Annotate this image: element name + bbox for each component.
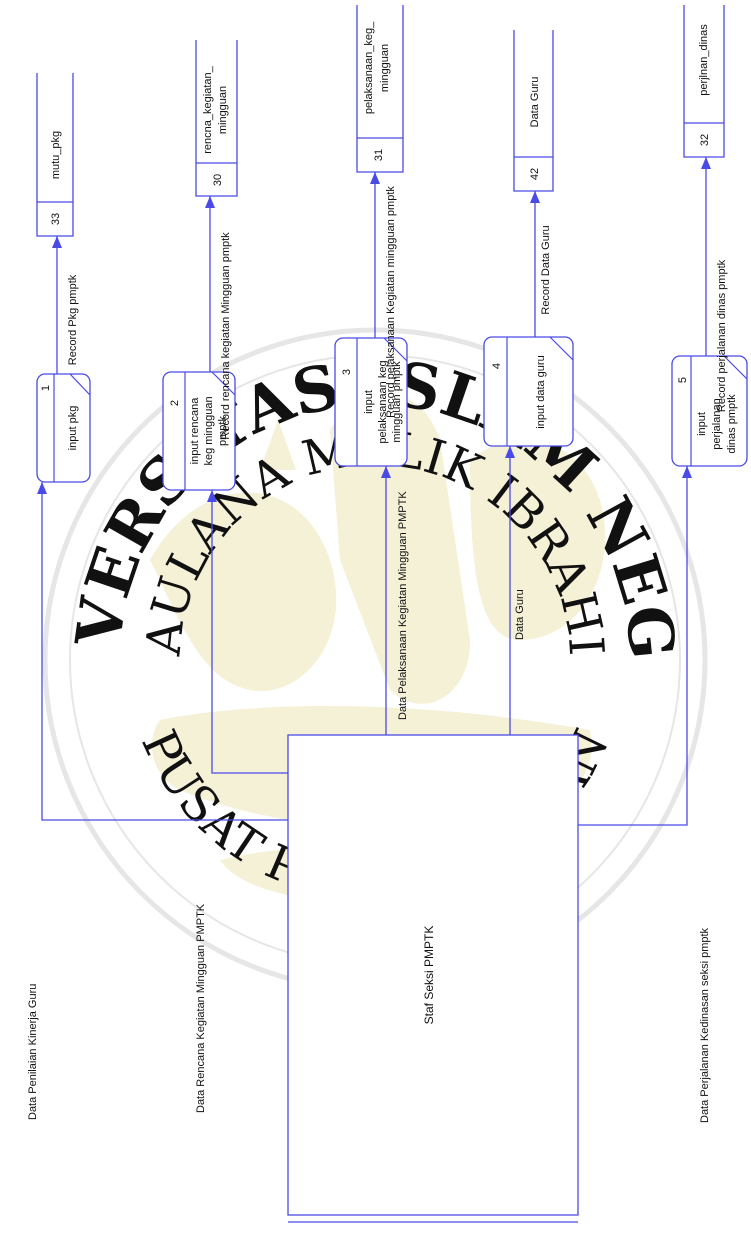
- process-name-line: mingguan pmptk: [391, 361, 403, 443]
- process-name-line: input: [696, 412, 708, 436]
- datastore-32: 32 perjlnan_dinas: [683, 5, 725, 158]
- flow-output-2: Record rencana kegiatan Mingguan pmptk: [205, 196, 232, 440]
- datastore-id: 31: [373, 149, 385, 161]
- arrowhead: [370, 172, 380, 184]
- entity-box: [287, 734, 579, 1216]
- flow-output-5: Record perjalanan dinas pmptk: [701, 157, 728, 412]
- process-3: 3 input pelaksanaan keg mingguan pmptk: [334, 337, 408, 467]
- process-number: 5: [677, 377, 689, 383]
- datastore-outline: [356, 5, 404, 173]
- process-name-line: pmptk: [217, 416, 229, 446]
- process-number: 3: [341, 369, 353, 375]
- process-name-line: input rencana: [189, 397, 201, 465]
- process-number: 1: [40, 385, 52, 391]
- flow-input-1: Data Penilaian Kinerja Guru: [27, 482, 288, 1120]
- flow-input-2: Data Rencana Kegiatan Mingguan PMPTK: [195, 490, 288, 1113]
- process-name-line: input data guru: [535, 355, 547, 428]
- flow-label: Record Pkg pmptk: [67, 274, 79, 365]
- datastore-outline: [195, 40, 238, 197]
- process-number: 4: [491, 363, 503, 369]
- process-name-line: input: [363, 390, 375, 414]
- datastore-name-line: rencna_kegiatan_: [202, 65, 214, 153]
- datastore-name-line: Data Guru: [529, 77, 541, 128]
- datastore-id: 32: [699, 134, 711, 146]
- arrowhead: [52, 236, 62, 248]
- datastore-31: 31 pelaksanaan_keg_ mingguan: [356, 5, 404, 173]
- process-box: [36, 373, 91, 483]
- process-1: 1 input pkg: [36, 373, 91, 483]
- process-name-line: dinas pmptk: [726, 394, 738, 454]
- datastore-id: 42: [529, 168, 541, 180]
- flow-label: Record pelaksanaan Kegiatan mingguan pmp…: [385, 186, 397, 418]
- flow-line: [578, 466, 688, 826]
- process-box: [334, 337, 408, 467]
- datastore-30: 30 rencna_kegiatan_ mingguan: [195, 40, 238, 197]
- flow-output-3: Record pelaksanaan Kegiatan mingguan pmp…: [370, 172, 397, 418]
- datastore-name-line: perjlnan_dinas: [698, 24, 710, 96]
- process-number: 2: [169, 400, 181, 406]
- flow-label: Record rencana kegiatan Mingguan pmptk: [220, 232, 232, 440]
- arrowhead: [37, 482, 47, 494]
- flow-input-5: Data Perjalanan Kedinasan seksi pmptk: [578, 466, 711, 1123]
- process-2: 2 input rencana keg mingguan pmptk: [162, 371, 236, 491]
- datastore-outline: [683, 5, 725, 158]
- process-4: 4 input data guru: [483, 336, 574, 447]
- flow-label: Data Penilaian Kinerja Guru: [27, 984, 39, 1120]
- flow-input-3: Data Pelaksanaan Kegiatan Mingguan PMPTK: [381, 466, 409, 735]
- datastore-name-line: mutu_pkg: [50, 131, 62, 179]
- arrowhead: [505, 446, 515, 458]
- process-5: 5 input perjalanan dinas pmptk: [671, 355, 748, 467]
- process-box: [162, 371, 236, 491]
- process-name-line: perjalanan: [711, 398, 723, 449]
- datastore-id: 33: [50, 213, 62, 225]
- datastore-id: 30: [212, 174, 224, 186]
- datastore-name-line: mingguan: [217, 86, 229, 134]
- arrowhead: [701, 157, 711, 169]
- process-name-line: input pkg: [67, 406, 79, 451]
- flow-label: Data Guru: [514, 589, 526, 640]
- flow-input-4: Data Guru: [505, 446, 526, 735]
- flow-label: Data Perjalanan Kedinasan seksi pmptk: [699, 927, 711, 1123]
- process-name-line: pelaksanaan keg: [377, 360, 389, 443]
- flow-line: [211, 490, 288, 774]
- flow-label: Record perjalanan dinas pmptk: [716, 259, 728, 412]
- datastore-outline: [513, 30, 554, 192]
- arrowhead: [682, 466, 692, 478]
- datastore-name-line: pelaksanaan_keg_: [363, 21, 375, 114]
- datastore-33: 33 mutu_pkg: [36, 73, 74, 237]
- flow-output-4: Record Data Guru: [530, 191, 552, 337]
- flow-label: Data Rencana Kegiatan Mingguan PMPTK: [195, 903, 207, 1113]
- process-box: [483, 336, 574, 447]
- arrowhead: [205, 196, 215, 208]
- datastore-42: 42 Data Guru: [513, 30, 554, 192]
- flow-line: [41, 482, 288, 821]
- datastore-name-line: mingguan: [379, 44, 391, 92]
- flow-label: Record Data Guru: [540, 225, 552, 314]
- arrowhead: [207, 490, 217, 502]
- datastore-outline: [36, 73, 74, 237]
- flow-output-1: Record Pkg pmptk: [52, 236, 79, 374]
- external-entity-staf-seksi: Staf Seksi PMPTK: [287, 734, 579, 1223]
- arrowhead: [381, 466, 391, 478]
- entity-label: Staf Seksi PMPTK: [422, 926, 436, 1025]
- flow-label: Data Pelaksanaan Kegiatan Mingguan PMPTK: [397, 491, 409, 720]
- process-name-line: keg mingguan: [203, 396, 215, 465]
- arrowhead: [530, 191, 540, 203]
